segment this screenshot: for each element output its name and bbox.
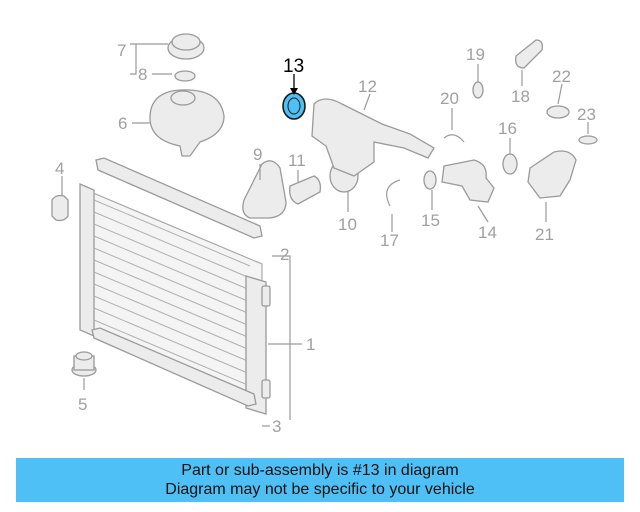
callout-8: 8 (138, 65, 147, 84)
callout-7: 7 (117, 41, 126, 60)
seal-part-22 (546, 105, 570, 119)
highlighted-part-13 (282, 92, 306, 120)
reservoir-cap-part (167, 33, 205, 60)
thermostat-housing-part (242, 160, 287, 219)
callout-2: 2 (280, 245, 289, 264)
callout-10: 10 (338, 215, 357, 234)
callout-11: 11 (288, 151, 306, 170)
mount-part-5 (71, 351, 97, 377)
callout-9: 9 (253, 145, 262, 164)
sensor-part-18 (515, 39, 544, 69)
o-ring-part-16 (502, 153, 518, 175)
housing-part-21 (527, 150, 577, 199)
callout-3: 3 (272, 417, 281, 436)
coolant-pipe-part (311, 98, 435, 177)
mount-part-4 (51, 194, 69, 222)
callout-21: 21 (535, 225, 554, 244)
callout-18: 18 (511, 87, 530, 106)
info-banner: Part or sub-assembly is #13 in diagram D… (16, 458, 624, 502)
callout-15: 15 (421, 211, 440, 230)
callout-16: 16 (498, 119, 517, 138)
arrow-13-head (290, 88, 298, 95)
o-ring-part-15 (423, 170, 437, 190)
upper-bracket-part (95, 157, 263, 239)
leader-lines (61, 43, 589, 427)
seal-part-19 (472, 81, 484, 99)
callout-13: 13 (283, 56, 304, 77)
hose-part-11 (289, 175, 322, 205)
flange-part-14 (441, 159, 495, 203)
clip-part-17 (386, 179, 401, 207)
callout-23: 23 (577, 105, 596, 124)
banner-line-2: Diagram may not be specific to your vehi… (165, 481, 475, 498)
callout-19: 19 (466, 45, 485, 64)
seal-part-23 (578, 135, 598, 145)
callout-4: 4 (55, 159, 64, 178)
callout-20: 20 (440, 89, 459, 108)
lower-bracket-part (91, 327, 257, 407)
cap-o-ring-part (174, 70, 196, 82)
banner-line-1: Part or sub-assembly is #13 in diagram (181, 462, 459, 479)
callout-1: 1 (306, 335, 315, 354)
callout-12: 12 (358, 77, 377, 96)
callout-17: 17 (380, 231, 399, 250)
callout-5: 5 (78, 395, 87, 414)
parts-diagram: 1 2 3 4 5 6 7 8 9 10 11 12 13 14 15 16 1… (51, 33, 598, 436)
callout-22: 22 (552, 67, 571, 86)
expansion-tank-part (149, 89, 225, 157)
radiator-part (79, 183, 271, 415)
clip-part-20 (443, 134, 465, 143)
callout-14: 14 (478, 223, 497, 242)
callout-6: 6 (118, 114, 127, 133)
